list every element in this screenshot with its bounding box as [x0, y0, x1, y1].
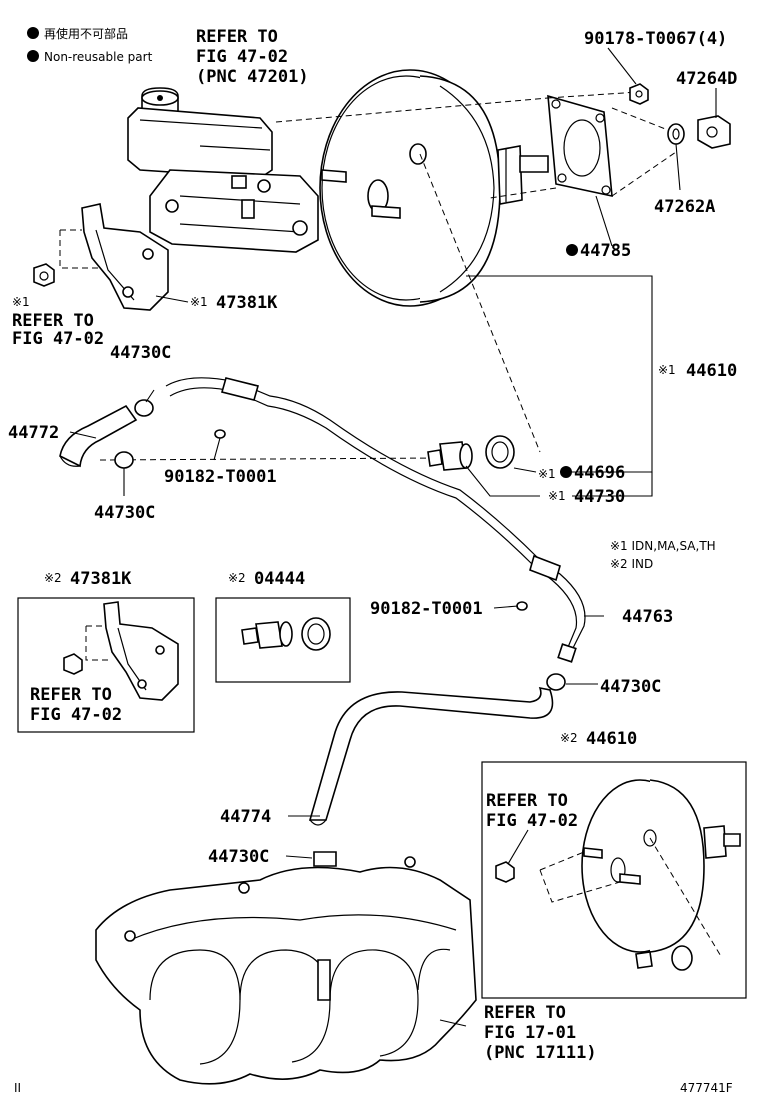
filled-dot-icon [27, 27, 39, 39]
intake-manifold-illustration [95, 856, 477, 1085]
clamp-44730c-illustration [114, 399, 566, 867]
vacuum-hose-lines [59, 377, 586, 826]
non-reusable-dot-icon [560, 466, 572, 478]
note-mark: ※1 [658, 363, 676, 377]
part-labels: REFER TO FIG 47-02 (PNC 47201) 90178-T00… [8, 27, 737, 1095]
figure-id: 477741F [680, 1081, 733, 1095]
bracket-47381k-illustration [33, 203, 169, 311]
clevis-47264d-illustration [697, 115, 731, 149]
legend: 再使用不可部品 Non-reusable part [27, 26, 153, 64]
refer-to-label: REFER TO [484, 1003, 566, 1023]
grommet-44696-illustration [485, 435, 515, 469]
part-number-label: 04444 [254, 569, 305, 589]
inset-booster-illustration [495, 779, 741, 971]
note-mark: ※2 [44, 571, 62, 585]
part-number-label: 44730C [110, 343, 171, 363]
part-number-label: 44730 [574, 487, 625, 507]
refer-fig-label: FIG 47-02 [12, 329, 104, 349]
refer-pnc-label: (PNC 17111) [484, 1043, 597, 1063]
corner-mark: II [14, 1081, 21, 1095]
part-number-label: 44610 [586, 729, 637, 749]
part-number-label: 47262A [654, 197, 715, 217]
refer-to-label: REFER TO [486, 791, 568, 811]
part-number-label: 44610 [686, 361, 737, 381]
part-number-label: 44774 [220, 807, 271, 827]
part-number-label: 47381K [216, 293, 278, 313]
brake-booster-44610-illustration [319, 69, 549, 307]
refer-to-label: REFER TO [196, 27, 278, 47]
part-number-label: 44696 [574, 463, 625, 483]
part-number-label: 90182-T0001 [164, 467, 277, 487]
note-mark: ※2 [228, 571, 246, 585]
refer-pnc-label: (PNC 47201) [196, 67, 309, 87]
part-number-label: 44730C [94, 503, 155, 523]
refer-to-label: REFER TO [30, 685, 112, 705]
note-mark: ※2 [560, 731, 578, 745]
gasket-44785-illustration [547, 94, 613, 198]
refer-fig-label: FIG 47-02 [30, 705, 122, 725]
note-mark: ※1 [538, 467, 556, 481]
note-mark: ※1 [190, 295, 208, 309]
inset-bracket-illustration [63, 601, 179, 701]
part-number-label: 90178-T0067(4) [584, 29, 727, 49]
part-number-label: 44730C [600, 677, 661, 697]
legend-nonreusable-text: Non-reusable part [44, 50, 153, 64]
note-applicability-2: ※2 IND [610, 557, 653, 571]
part-number-label: 47381K [70, 569, 132, 589]
part-number-label: 44730C [208, 847, 269, 867]
refer-to-label: REFER TO [12, 311, 94, 331]
non-reusable-dot-icon [566, 244, 578, 256]
part-number-label: 90182-T0001 [370, 599, 483, 619]
inset-box-44610 [481, 761, 747, 999]
note-mark: ※1 [548, 489, 566, 503]
note-mark: ※1 [12, 295, 30, 309]
refer-fig-label: FIG 47-02 [196, 47, 288, 67]
part-number-label: 44785 [580, 241, 631, 261]
legend-reuse-text: 再使用不可部品 [44, 26, 128, 41]
leader-lines [69, 47, 717, 1027]
inset-box-47381k [17, 597, 195, 733]
filled-dot-icon [27, 50, 39, 62]
nut-47262a-illustration [667, 123, 685, 145]
refer-fig-label: FIG 17-01 [484, 1023, 576, 1043]
inset-check-valve-illustration [241, 617, 331, 651]
nut-90178-illustration [629, 83, 649, 105]
grommet-90182-illustration [214, 429, 226, 439]
note-applicability-1: ※1 IDN,MA,SA,TH [610, 539, 716, 553]
master-cylinder-illustration [127, 87, 319, 253]
check-valve-44730-illustration [427, 441, 473, 471]
inset-box-04444 [215, 597, 351, 683]
part-number-label: 44763 [622, 607, 673, 627]
part-number-label: 44772 [8, 423, 59, 443]
part-number-label: 47264D [676, 69, 737, 89]
refer-fig-label: FIG 47-02 [486, 811, 578, 831]
grommet-90182-illustration [516, 601, 528, 611]
assembly-projection-lines [99, 91, 677, 461]
